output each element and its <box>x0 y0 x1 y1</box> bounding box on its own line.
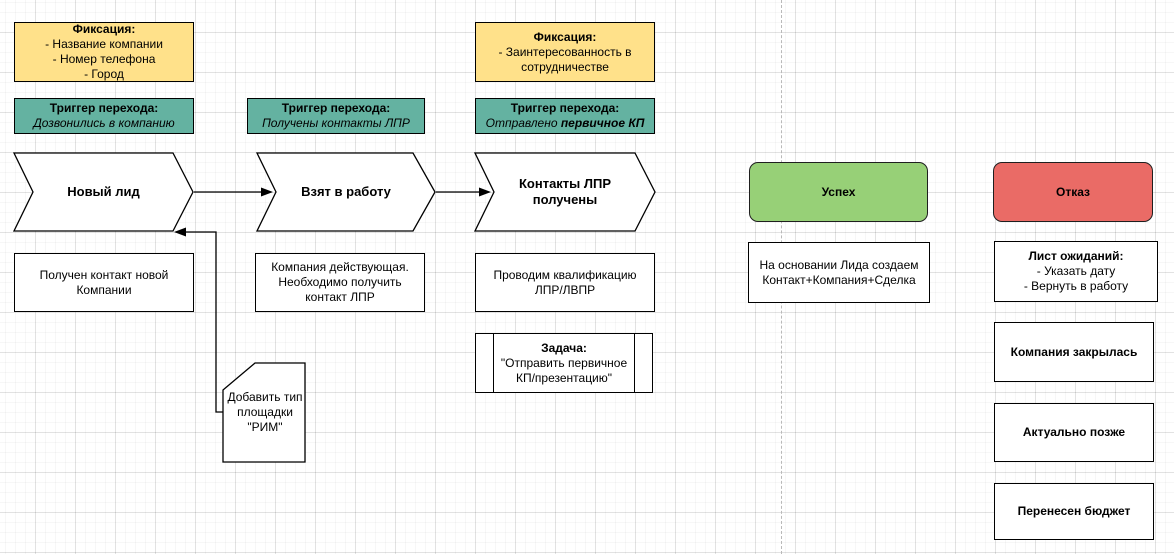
note-text: Получен контакт новой Компании <box>39 267 169 297</box>
stage-label-contacts-received: Контакты ЛПР получены <box>475 153 655 231</box>
trigger-detail-prefix: Отправлено <box>485 116 561 130</box>
note-new-lead[interactable]: Получен контакт новой Компании <box>14 253 194 312</box>
connector-stage1-stage2[interactable] <box>194 187 273 197</box>
note-success[interactable]: На основании Лида создаем Контакт+Компан… <box>748 242 930 303</box>
note-line: - Город <box>84 67 124 81</box>
note-qualification[interactable]: Проводим квалификацию ЛПР/ЛВПР <box>475 253 655 312</box>
card-label-add-platform-type: Добавить тип площадки "РИМ" <box>223 363 307 462</box>
outcome-label: Отказ <box>1055 184 1090 199</box>
note-waiting-list[interactable]: Лист ожиданий: - Указать дату - Вернуть … <box>994 241 1158 302</box>
outcome-success[interactable]: Успех <box>749 162 928 222</box>
stage-label-text: Взят в работу <box>301 184 391 199</box>
task-process-box[interactable]: Задача: "Отправить первичное КП/презента… <box>475 333 653 393</box>
trigger-note-2[interactable]: Триггер перехода: Получены контакты ЛПР <box>247 98 425 134</box>
connector-card-stage1[interactable] <box>174 227 223 413</box>
trigger-detail: Отправлено первичное КП <box>486 116 645 131</box>
note-in-progress[interactable]: Компания действующая. Необходимо получит… <box>255 253 425 312</box>
trigger-note-1[interactable]: Триггер перехода: Дозвонились в компанию <box>14 98 194 134</box>
note-text: Перенесен бюджет <box>1017 504 1131 518</box>
note-text: На основании Лида создаем Контакт+Компан… <box>759 257 919 287</box>
note-relevant-later[interactable]: Актуально позже <box>994 403 1154 462</box>
note-text: Компания закрылась <box>1010 344 1138 359</box>
note-line: - Заинтересованность в сотрудничестве <box>498 44 632 74</box>
trigger-note-3[interactable]: Триггер перехода: Отправлено первичное К… <box>475 98 655 134</box>
stage-label-in-progress: Взят в работу <box>257 153 435 231</box>
note-company-closed[interactable]: Компания закрылась <box>994 322 1154 382</box>
fixation-note-2[interactable]: Фиксация: - Заинтересованность в сотрудн… <box>475 22 655 82</box>
task-title: Задача: <box>541 340 587 355</box>
trigger-title: Триггер перехода: <box>281 101 391 115</box>
note-title: Фиксация: <box>533 29 597 44</box>
stage-label-text: Новый лид <box>67 184 140 199</box>
process-side-bar <box>493 334 494 392</box>
stage-shape-contacts-received[interactable] <box>473 152 656 232</box>
trigger-detail: Получены контакты ЛПР <box>262 116 410 130</box>
note-title: Фиксация: <box>72 22 136 36</box>
note-line: - Указать дату <box>1036 264 1116 278</box>
note-text: Актуально позже <box>1022 425 1126 439</box>
note-text: Компания действующая. Необходимо получит… <box>271 260 409 304</box>
note-budget-moved[interactable]: Перенесен бюджет <box>994 483 1154 540</box>
trigger-title: Триггер перехода: <box>510 101 620 115</box>
trigger-title: Триггер перехода: <box>49 101 159 115</box>
note-line: - Номер телефона <box>52 52 156 66</box>
stage-shape-new-lead[interactable] <box>12 152 194 232</box>
outcome-reject[interactable]: Отказ <box>993 162 1153 222</box>
note-text: Проводим квалификацию ЛПР/ЛВПР <box>493 267 637 297</box>
note-line: - Название компании <box>45 37 163 51</box>
note-line: - Вернуть в работу <box>1023 279 1129 293</box>
process-side-bar <box>634 334 635 392</box>
connector-stage2-stage3[interactable] <box>436 187 491 197</box>
task-text: "Отправить первичное КП/презентацию" <box>500 355 628 385</box>
stage-shape-in-progress[interactable] <box>255 152 436 232</box>
card-text: Добавить тип площадки "РИМ" <box>227 390 303 434</box>
note-title: Лист ожиданий: <box>1028 249 1124 263</box>
trigger-detail: Дозвонились в компанию <box>33 116 175 130</box>
stage-label-new-lead: Новый лид <box>14 153 193 231</box>
fixation-note-1[interactable]: Фиксация: - Название компании - Номер те… <box>14 22 194 82</box>
outcome-label: Успех <box>821 184 856 199</box>
trigger-detail-bold: первичное КП <box>560 116 645 130</box>
card-shape-add-platform-type[interactable] <box>222 362 306 463</box>
stage-label-text: Контакты ЛПР получены <box>518 176 612 207</box>
